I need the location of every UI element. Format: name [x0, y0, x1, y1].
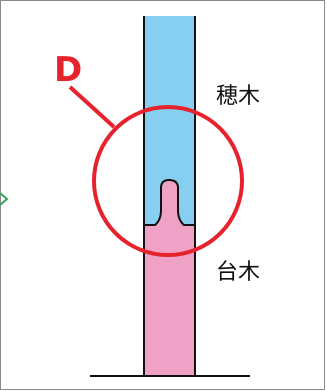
label-scion: 穂木	[216, 84, 260, 109]
graft-union-outline	[144, 178, 195, 226]
callout-leader-line	[68, 85, 116, 129]
callout-circle	[92, 105, 244, 257]
rootstock-shape	[144, 180, 195, 376]
label-d: D	[54, 50, 82, 90]
label-rootstock: 台木	[216, 260, 260, 285]
scion-shape	[144, 16, 195, 225]
left-arrow-marker	[0, 192, 9, 206]
